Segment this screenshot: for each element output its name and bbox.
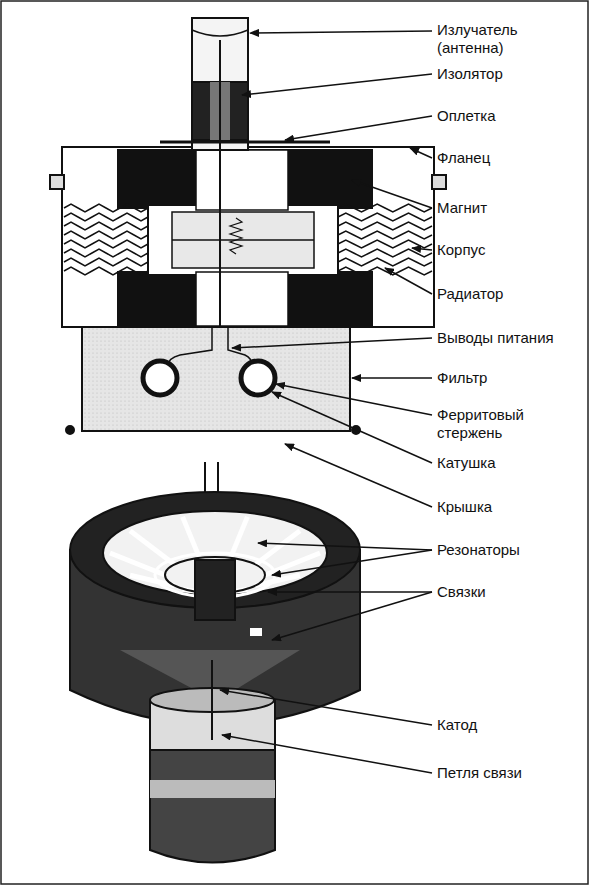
part-label: Фильтр	[437, 369, 585, 387]
part-label: Катод	[437, 716, 585, 734]
magnetron-section	[50, 18, 446, 434]
part-label: Петля связи	[437, 764, 585, 782]
part-label: Изолятор	[437, 65, 585, 83]
leader-lines	[220, 31, 432, 773]
resonator-vane	[231, 517, 248, 558]
part-label: Радиатор	[437, 285, 585, 303]
part-label: Катушка	[437, 454, 585, 472]
part-label: Связки	[437, 583, 585, 601]
part-label: Фланец	[437, 149, 585, 167]
anode-block-cutaway	[70, 462, 360, 863]
resonator-vane	[256, 531, 300, 565]
part-label: Оплетка	[437, 107, 585, 125]
part-label: Излучатель (антенна)	[437, 21, 585, 57]
resonator-vane	[130, 531, 174, 565]
part-label: Ферритовый стержень	[437, 406, 585, 442]
part-label: Крышка	[437, 498, 585, 516]
part-label: Магнит	[437, 199, 585, 217]
part-label: Корпус	[437, 241, 585, 259]
part-label: Резонаторы	[437, 541, 585, 559]
part-label: Выводы питания	[437, 329, 585, 347]
resonator-vane	[183, 517, 200, 558]
